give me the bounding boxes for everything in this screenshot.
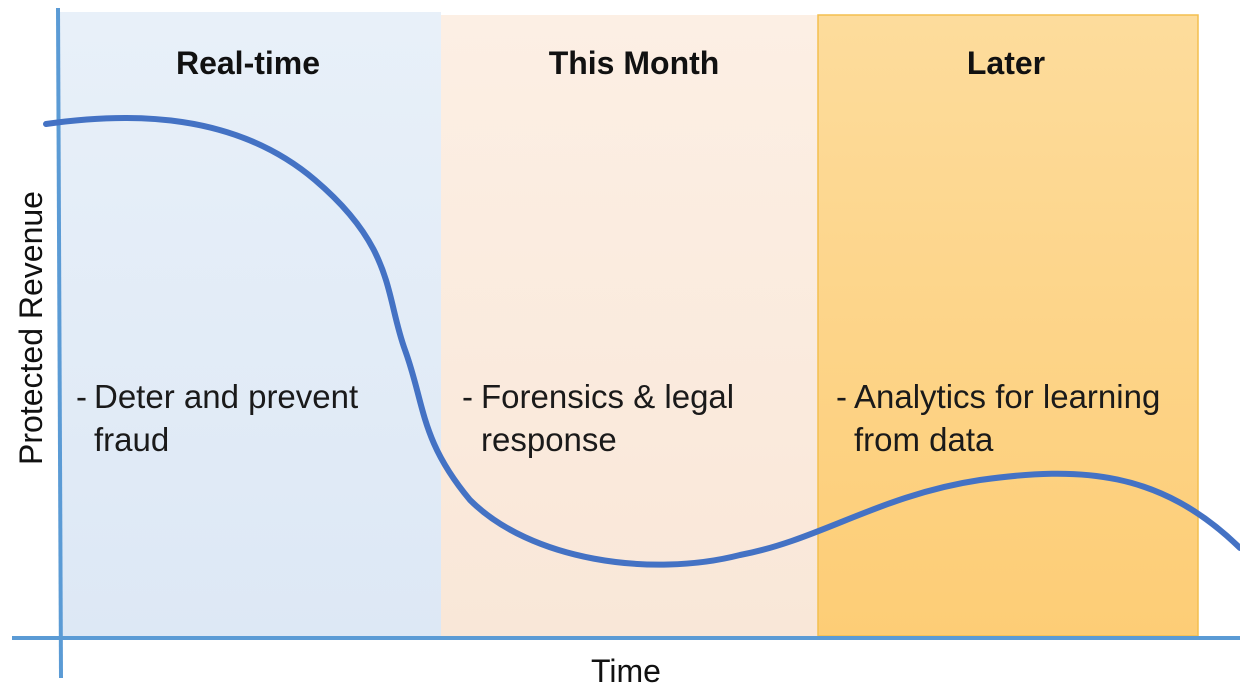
- band-this-month-line-2: response: [481, 421, 617, 458]
- band-real-time-title: Real-time: [176, 45, 320, 81]
- band-this-month-line-1: Forensics & legal: [481, 378, 734, 415]
- band-later-line-2: from data: [854, 421, 994, 458]
- protected-revenue-curve: [43, 114, 1240, 568]
- band-this-month-background: [441, 15, 818, 636]
- band-later-bullet: -: [836, 378, 847, 415]
- band-this-month-title: This Month: [549, 45, 720, 81]
- band-real-time-line-1: Deter and prevent: [94, 378, 358, 415]
- band-real-time: Real-time - Deter and prevent fraud: [60, 12, 441, 636]
- band-later-title: Later: [967, 45, 1045, 81]
- band-real-time-line-2: fraud: [94, 421, 169, 458]
- band-this-month-bullet: -: [462, 378, 473, 415]
- band-real-time-bullet: -: [76, 378, 87, 415]
- band-later-background: [817, 14, 1199, 637]
- band-real-time-background: [60, 12, 441, 636]
- y-axis-label: Protected Revenue: [13, 191, 49, 465]
- band-later: Later - Analytics for learning from data: [817, 14, 1199, 637]
- band-later-line-1: Analytics for learning: [854, 378, 1160, 415]
- x-axis-label: Time: [591, 653, 661, 686]
- band-this-month: This Month - Forensics & legal response: [441, 15, 818, 636]
